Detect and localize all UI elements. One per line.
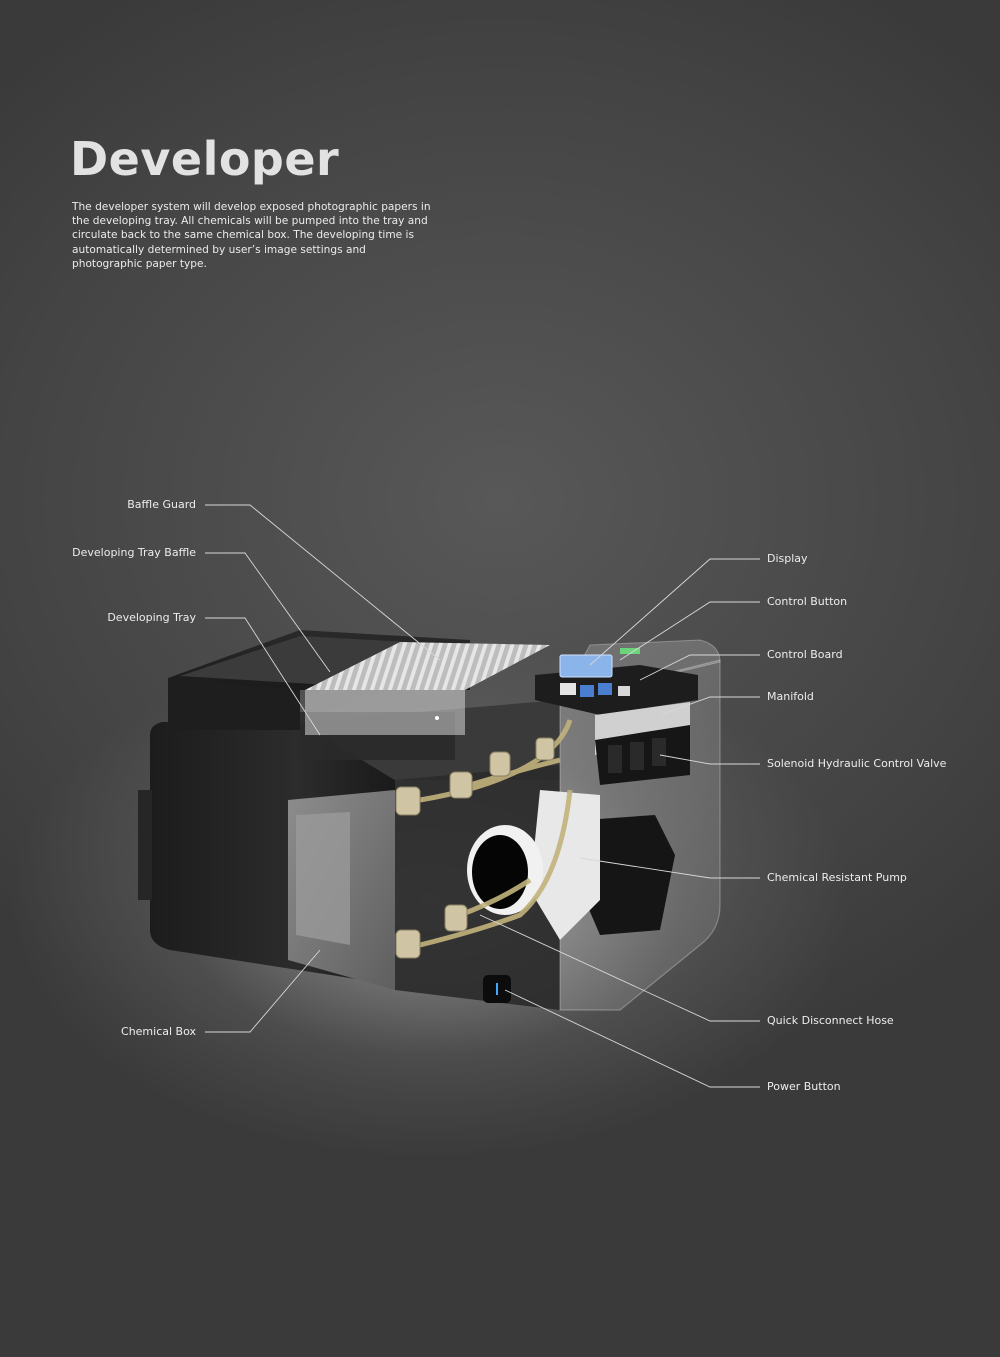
callout-leader-lines <box>205 504 760 1088</box>
baffle-guard <box>305 642 550 735</box>
callout-power-button: Power Button <box>767 1080 841 1093</box>
callout-control-button: Control Button <box>767 595 848 608</box>
description-text: The developer system will develop expose… <box>72 201 431 270</box>
callout-chemical-resistant-pump: Chemical Resistant Pump <box>767 871 907 884</box>
control-board <box>535 648 698 715</box>
callout-chemical-box: Chemical Box <box>121 1025 196 1038</box>
callout-baffle-guard: Baffle Guard <box>127 498 196 511</box>
page-title: Developer <box>70 132 340 186</box>
hose-fittings <box>395 737 555 959</box>
callout-developing-tray: Developing Tray <box>107 611 196 624</box>
callout-control-board: Control Board <box>767 648 843 661</box>
callout-developing-tray-baffle: Developing Tray Baffle <box>72 546 196 559</box>
callout-quick-disconnect-hose: Quick Disconnect Hose <box>767 1014 894 1027</box>
manifold-valves <box>595 702 690 785</box>
callout-display: Display <box>767 552 808 565</box>
power-button <box>483 975 511 1003</box>
callout-manifold: Manifold <box>767 690 814 703</box>
callout-solenoid-hydraulic-control-valve: Solenoid Hydraulic Control Valve <box>767 757 947 770</box>
